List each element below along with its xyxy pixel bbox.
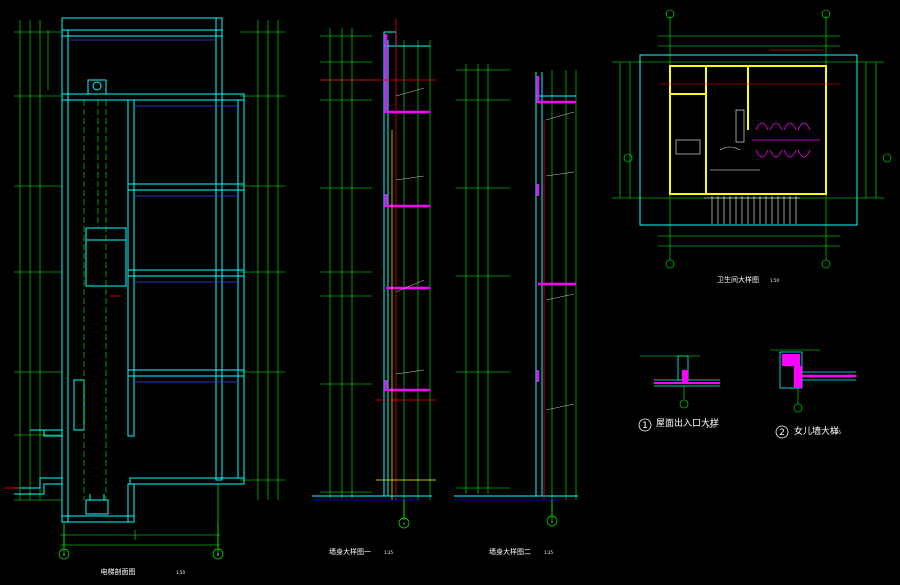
detail-1-title: 屋面出入口大样 (656, 417, 719, 429)
toilet-plan-scale: 1:50 (770, 278, 779, 283)
wall-section-2-view: 墙身大样图二 1:25 (454, 64, 578, 556)
detail-1-hatch (682, 370, 688, 384)
detail-2-number: 2 (779, 428, 785, 438)
wall-section-2-scale: 1:25 (544, 550, 553, 555)
wall-section-2-title: 墙身大样图二 (489, 547, 531, 556)
elevator-section-title: 电梯剖面图 (101, 567, 136, 576)
axis-label-ws1: A (403, 522, 405, 526)
wall-section-1-view: 墙身大样图一 1:25 (312, 18, 436, 556)
axis-label-a: A (63, 553, 65, 557)
axis-label-ws2: A (551, 520, 553, 524)
axis-label-b: B (217, 553, 219, 557)
detail-1-number-circle (638, 418, 652, 432)
detail-2-title: 女儿墙大样 (794, 425, 839, 437)
detail-2-hatch (782, 354, 800, 366)
detail-2-hatch-2 (794, 366, 802, 388)
detail-2-view: 2 女儿墙大样 1:25 (770, 349, 856, 439)
wall-section-1-title: 墙身大样图一 (329, 547, 371, 556)
detail-2-number-circle (775, 425, 789, 439)
toilet-plan-view: 卫生间大样图 1:50 (612, 9, 892, 284)
elevator-section-scale: 1:50 (176, 570, 185, 575)
toilet-plan-title: 卫生间大样图 (717, 275, 759, 284)
detail-1-view: 1 屋面出入口大样 1:25 (638, 355, 720, 432)
wall-section-1-scale: 1:25 (384, 550, 393, 555)
detail-1-number: 1 (642, 421, 648, 431)
detail-1-scale: 1:25 (706, 424, 715, 429)
detail-2-scale: 1:25 (832, 430, 841, 435)
elevator-section-view: 电梯剖面图 1:50 (4, 17, 285, 576)
